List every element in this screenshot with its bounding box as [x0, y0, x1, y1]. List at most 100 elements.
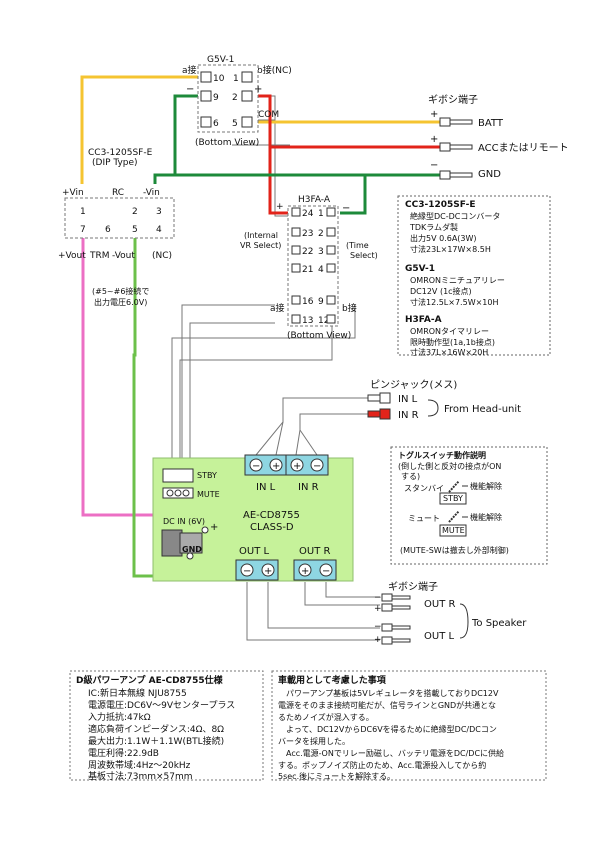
- spec-h3fa-line-2: 限時動作型(1a,1b接点): [410, 337, 495, 347]
- speaker-out-l: OUT L: [424, 631, 454, 642]
- wire-rca-r-gnd: [299, 429, 318, 456]
- gibo-bottom-sign-1: −: [374, 593, 382, 603]
- amp-in-r-minus: −: [313, 461, 321, 472]
- amp-spec-line-3: 入力抵抗:47kΩ: [88, 711, 151, 723]
- gibo-connector-acc: [439, 142, 473, 152]
- amp-spec-line-1: IC:新日本無線 NJU8755: [88, 687, 187, 699]
- spec-h3fa-title: H3FA-A: [405, 315, 442, 325]
- g5v-title: G5V-1: [207, 55, 234, 65]
- cc3-converter: CC3-1205SF-E (DIP Type) +Vin RC -Vin 1 2…: [58, 148, 175, 307]
- amp-spec-line-5: 最大出力:1.1W＋1.1W(BTL接続): [88, 735, 224, 747]
- wire-timer-12-to-mute: [179, 323, 333, 494]
- gibo-gnd-label: GND: [478, 169, 501, 180]
- rca-in-l: IN L: [398, 394, 418, 405]
- g5v-b-label: b接(NC): [257, 64, 292, 76]
- amp-class: CLASS-D: [250, 522, 294, 533]
- h3fa-pin-right-5: [326, 314, 336, 324]
- g5v-com: COM: [258, 110, 279, 120]
- h3fa-pin-left-label-5: 13: [302, 316, 313, 326]
- wire-timer-b-to-mute: [171, 305, 356, 494]
- gibo-connector-gnd: [439, 170, 473, 180]
- g5v-pin-9-label: 9: [213, 93, 219, 103]
- toggle-release-1: 機能解除: [470, 481, 502, 491]
- speaker-connector-l-minus: [381, 623, 411, 632]
- amp-spec-line-7: 周波数帯域:4Hz～20kHz: [88, 759, 191, 771]
- speaker-connector-r-minus: [381, 593, 411, 602]
- amp-spec-line-4: 適応負荷インピーダンス:4Ω、8Ω: [88, 723, 224, 735]
- toggle-note: (倒した側と反対の接点がON: [398, 461, 501, 471]
- toggle-stby-lever-icon: [448, 480, 460, 493]
- spec-cc3-line-2: TDKラムダ製: [409, 222, 458, 232]
- spec-cc3-line-1: 絶縁型DC-DCコンバータ: [410, 211, 500, 221]
- speaker-out-r: OUT R: [424, 599, 455, 610]
- amp-dcin-gnd: GND: [182, 545, 202, 554]
- gibo-acc-label: ACCまたはリモート: [478, 142, 569, 154]
- car-note-title: 車載用として考慮した事項: [278, 674, 387, 686]
- speaker-gibo-terminals: ギボシ端子 − + − + OUT R OUT L To Speaker: [374, 580, 527, 645]
- h3fa-pin-right-label-3: 4: [318, 265, 324, 275]
- gibo-top-title: ギボシ端子: [428, 93, 478, 106]
- toggle-explanation: トグルスイッチ動作説明 (倒した側と反対の接点がON する) スタンバイ 機能解…: [390, 446, 548, 565]
- wire-rca-l-sig: [255, 397, 390, 456]
- speaker-brace: [459, 603, 469, 639]
- spec-g5v-line-2: DC12V (1c接点): [410, 286, 472, 296]
- amp-in-l-minus: −: [252, 461, 260, 472]
- rca-jack-left: [367, 392, 391, 404]
- h3fa-pin-right-4: [326, 295, 336, 305]
- h3fa-internal-1: (Internal: [244, 231, 278, 240]
- rca-brace: [427, 399, 439, 417]
- amp-input-terminal-l: − +: [244, 454, 288, 476]
- h3fa-pin-right-label-4: 9: [318, 297, 324, 307]
- amp-mute-switch: [162, 487, 194, 499]
- cc3-nc: (NC): [152, 251, 172, 261]
- speaker-connector-l-plus: [381, 636, 411, 645]
- spec-cc3-title: CC3-1205SF-E: [405, 200, 476, 210]
- top-gibo-terminals: ギボシ端子 + + − BATT ACCまたはリモート GND: [428, 93, 569, 180]
- cc3-pin-4: 4: [156, 225, 162, 235]
- h3fa-pin-left-1: [291, 227, 301, 237]
- amp-model: AE-CD8755: [243, 510, 300, 521]
- h3fa-pin-right-1: [326, 227, 336, 237]
- parts-spec-frame: [397, 195, 551, 356]
- wire-acc: [80, 75, 203, 184]
- amp-output-terminal-l: − +: [235, 559, 279, 581]
- cc3-subtitle: (DIP Type): [92, 158, 138, 168]
- amp-out-r-label: OUT R: [299, 546, 330, 557]
- gibo-top-sign-batt: +: [430, 109, 438, 120]
- car-note-line-8: 5sec.後にミュートを解除する。: [278, 771, 395, 781]
- h3fa-pin-left-label-0: 24: [302, 209, 314, 219]
- gibo-bottom-title: ギボシ端子: [388, 580, 438, 593]
- toggle-mute-lever-icon: [448, 510, 460, 523]
- amp-in-l-plus: +: [272, 461, 280, 472]
- amp-out-r-plus: +: [301, 566, 309, 577]
- car-note-line-5: バータを採用した。: [278, 736, 350, 746]
- cc3-note-1: (#5~#6接続で: [92, 286, 149, 296]
- toggle-mute-box: [439, 524, 467, 537]
- h3fa-b-label: b接: [342, 302, 357, 314]
- h3fa-time-1: (Time: [346, 241, 369, 250]
- h3fa-pin-right-label-2: 3: [318, 247, 324, 257]
- cc3-pin-3: 3: [156, 207, 162, 217]
- car-note-line-1: パワーアンプ基板は5Vレギュレータを搭載しておりDC12V: [278, 688, 499, 698]
- cc3-note-2: 出力電圧6.0V): [94, 297, 147, 307]
- g5v-view: (Bottom View): [195, 138, 259, 148]
- wire-rca-r-sig: [295, 413, 390, 456]
- amp-stby-switch: [162, 468, 194, 483]
- car-note-line-7: する。ポップノイズ防止のため、Acc.電源投入してから約: [278, 760, 486, 770]
- toggle-mute-box-label: MUTE: [442, 526, 465, 535]
- speaker-connector-r-plus: [381, 603, 411, 612]
- toggle-stby-box: [439, 492, 467, 505]
- car-note-line-4: よって、DC12VからDC6Vを得るために絶縁型DC/DCコン: [278, 724, 497, 734]
- h3fa-pin-left-4: [291, 295, 301, 305]
- toggle-mute-label: ミュート: [408, 514, 440, 523]
- toggle-footer: (MUTE-SWは撤去し外部制御): [400, 545, 509, 555]
- h3fa-view: (Bottom View): [287, 331, 351, 341]
- cc3-pin-7: 7: [80, 225, 86, 235]
- cc3-body: [64, 197, 175, 239]
- h3fa-plus: +: [276, 202, 284, 212]
- g5v-pin-6: [200, 116, 212, 128]
- speaker-to: To Speaker: [471, 618, 527, 629]
- h3fa-pin-left-label-1: 23: [302, 229, 313, 239]
- h3fa-pin-left-2: [291, 245, 301, 255]
